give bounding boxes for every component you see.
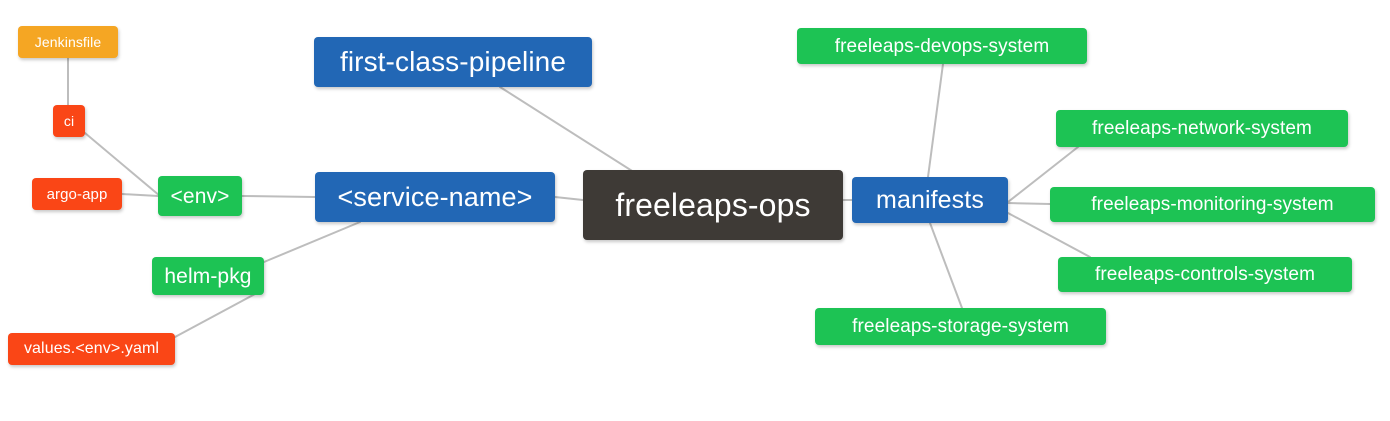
- edge-manifests-to-devops-system: [927, 63, 944, 178]
- node-values-yaml[interactable]: values.<env>.yaml: [8, 333, 175, 365]
- edge-helm-pkg-to-service-name: [263, 221, 361, 263]
- node-manifests[interactable]: manifests: [852, 177, 1008, 223]
- node-env[interactable]: <env>: [158, 176, 242, 216]
- node-ci[interactable]: ci: [53, 105, 85, 137]
- edge-manifests-to-storage-system: [929, 222, 963, 309]
- node-storage-system[interactable]: freeleaps-storage-system: [815, 308, 1106, 345]
- node-argo-app[interactable]: argo-app: [32, 178, 122, 210]
- node-devops-system[interactable]: freeleaps-devops-system: [797, 28, 1087, 64]
- edge-service-name-to-freeleaps-ops: [554, 196, 584, 201]
- edge-first-class-pipeline-to-freeleaps-ops: [499, 86, 641, 177]
- node-network-system[interactable]: freeleaps-network-system: [1056, 110, 1348, 147]
- node-helm-pkg[interactable]: helm-pkg: [152, 257, 264, 295]
- node-controls-system[interactable]: freeleaps-controls-system: [1058, 257, 1352, 292]
- edge-manifests-to-monitoring-system: [1007, 202, 1051, 205]
- node-freeleaps-ops[interactable]: freeleaps-ops: [583, 170, 843, 240]
- edge-values-yaml-to-helm-pkg: [174, 293, 256, 338]
- node-service-name[interactable]: <service-name>: [315, 172, 555, 222]
- edge-argo-app-to-env: [121, 193, 159, 197]
- edge-env-to-service-name: [241, 195, 316, 198]
- node-monitoring-system[interactable]: freeleaps-monitoring-system: [1050, 187, 1375, 222]
- node-jenkinsfile[interactable]: Jenkinsfile: [18, 26, 118, 58]
- node-first-class-pipeline[interactable]: first-class-pipeline: [314, 37, 592, 87]
